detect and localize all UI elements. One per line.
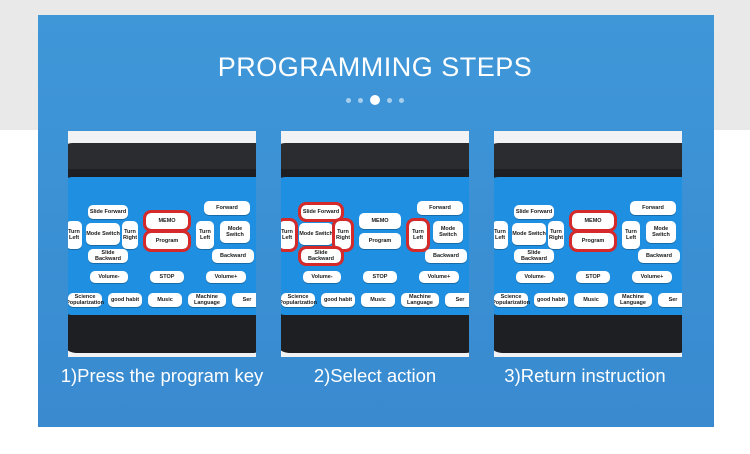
- key-program[interactable]: Program: [143, 230, 191, 252]
- remote-top-edge: [281, 143, 469, 169]
- key-turn-left[interactable]: Turn Left: [196, 221, 214, 249]
- key-volume-down[interactable]: Volume-: [516, 271, 554, 283]
- key-mode-switch[interactable]: Mode Switch: [646, 221, 676, 243]
- key-service[interactable]: Ser: [232, 293, 256, 307]
- key-turn-left[interactable]: Turn Left: [406, 218, 430, 252]
- key-mode-switch[interactable]: Mode Switch: [220, 221, 250, 243]
- key-slide-backward[interactable]: Slide Backward: [514, 249, 554, 263]
- key-volume-up[interactable]: Volume+: [206, 271, 246, 283]
- key-mode-switch[interactable]: Mode Switch: [86, 223, 120, 245]
- key-memo[interactable]: MEMO: [569, 210, 617, 232]
- key-program[interactable]: Program: [359, 233, 401, 249]
- key-backward[interactable]: Backward: [425, 249, 467, 263]
- key-slide-forward[interactable]: Slide Forward: [514, 205, 554, 219]
- key-music[interactable]: Music: [148, 293, 182, 307]
- pager-dot-active[interactable]: [370, 95, 380, 105]
- key-music[interactable]: Music: [361, 293, 395, 307]
- pager-dot[interactable]: [387, 97, 392, 103]
- key-machine-language[interactable]: Machine Language: [614, 293, 652, 307]
- carousel-pager: [0, 95, 750, 105]
- key-turn-left[interactable]: Turn Left: [68, 221, 82, 249]
- key-mode-switch[interactable]: Mode Switch: [433, 221, 463, 243]
- key-stop[interactable]: STOP: [363, 271, 397, 283]
- key-volume-down[interactable]: Volume-: [303, 271, 341, 283]
- key-good-habit[interactable]: good habit: [534, 293, 568, 307]
- remote-top-edge: [494, 143, 682, 169]
- key-service[interactable]: Ser: [658, 293, 682, 307]
- key-turn-right[interactable]: Turn Right: [332, 218, 354, 252]
- step-1-caption: 1)Press the program key: [60, 365, 264, 386]
- pager-dot[interactable]: [358, 97, 363, 103]
- key-volume-up[interactable]: Volume+: [632, 271, 672, 283]
- key-turn-right[interactable]: Turn Right: [122, 221, 138, 249]
- key-slide-forward[interactable]: Slide Forward: [298, 202, 344, 222]
- step-3-caption: 3)Return instruction: [504, 365, 666, 386]
- key-turn-left[interactable]: Turn Left: [281, 218, 298, 252]
- key-turn-left[interactable]: Turn Left: [622, 221, 640, 249]
- key-science[interactable]: Science Popularization: [281, 293, 317, 307]
- key-mode-switch[interactable]: Mode Switch: [512, 223, 546, 245]
- key-machine-language[interactable]: Machine Language: [401, 293, 439, 307]
- key-science[interactable]: Science Popularization: [68, 293, 104, 307]
- key-backward[interactable]: Backward: [638, 249, 680, 263]
- key-music[interactable]: Music: [574, 293, 608, 307]
- key-stop[interactable]: STOP: [576, 271, 610, 283]
- key-forward[interactable]: Forward: [417, 201, 463, 215]
- key-stop[interactable]: STOP: [150, 271, 184, 283]
- pager-dot[interactable]: [346, 97, 351, 103]
- key-turn-right[interactable]: Turn Right: [548, 221, 564, 249]
- key-memo[interactable]: MEMO: [143, 210, 191, 232]
- key-good-habit[interactable]: good habit: [108, 293, 142, 307]
- key-science[interactable]: Science Popularization: [494, 293, 530, 307]
- key-slide-backward[interactable]: Slide Backward: [88, 249, 128, 263]
- key-program[interactable]: Program: [569, 230, 617, 252]
- key-backward[interactable]: Backward: [212, 249, 254, 263]
- key-volume-up[interactable]: Volume+: [419, 271, 459, 283]
- remote-top-edge: [68, 143, 256, 169]
- key-memo[interactable]: MEMO: [359, 213, 401, 229]
- key-slide-forward[interactable]: Slide Forward: [88, 205, 128, 219]
- key-forward[interactable]: Forward: [204, 201, 250, 215]
- key-slide-backward[interactable]: Slide Backward: [298, 246, 344, 266]
- pager-dot[interactable]: [399, 97, 404, 103]
- step-2-caption: 2)Select action: [313, 365, 437, 386]
- page-title: PROGRAMMING STEPS: [217, 52, 533, 82]
- key-good-habit[interactable]: good habit: [321, 293, 355, 307]
- key-machine-language[interactable]: Machine Language: [188, 293, 226, 307]
- key-volume-down[interactable]: Volume-: [90, 271, 128, 283]
- key-turn-left[interactable]: Turn Left: [494, 221, 508, 249]
- key-forward[interactable]: Forward: [630, 201, 676, 215]
- key-service[interactable]: Ser: [445, 293, 469, 307]
- key-mode-switch[interactable]: Mode Switch: [299, 223, 333, 245]
